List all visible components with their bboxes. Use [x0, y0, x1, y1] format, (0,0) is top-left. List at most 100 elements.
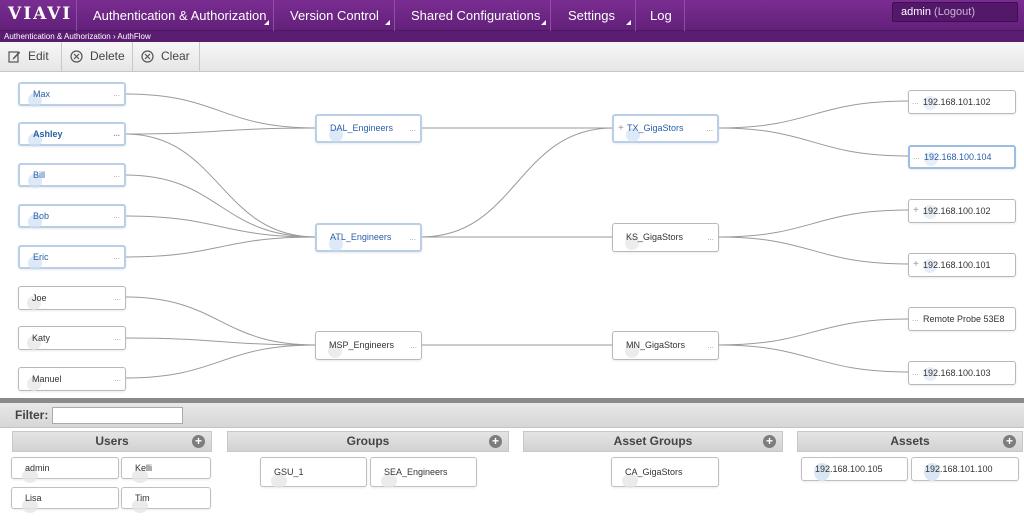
palette-group-gsu-1[interactable]: GSU_1	[260, 457, 367, 488]
add-group-icon[interactable]: +	[489, 435, 502, 448]
link-ashley-dal	[124, 127, 317, 135]
asset-icon	[923, 205, 937, 219]
group-icon	[271, 474, 287, 488]
assets-column-header: Assets +	[797, 431, 1023, 452]
asset-groups-column-title: Asset Groups	[613, 434, 693, 448]
add-asset-group-icon[interactable]: +	[763, 435, 776, 448]
flow-asset-group-tx-gigastors[interactable]: + TX_GigaStors ...	[612, 114, 719, 143]
node-menu-icon[interactable]: ...	[114, 293, 121, 302]
node-menu-icon[interactable]: ...	[912, 368, 919, 377]
breadcrumb: Authentication & Authorization › AuthFlo…	[0, 31, 1024, 42]
top-nav-bar: VIAVI Authentication & Authorization Ver…	[0, 0, 1024, 31]
link-mn-remote-probe	[717, 318, 910, 346]
flow-user-bob[interactable]: Bob ...	[18, 204, 126, 229]
username: admin	[901, 6, 931, 18]
node-menu-icon[interactable]: ...	[114, 333, 121, 342]
palette-group-sea-engineers[interactable]: SEA_Engineers	[370, 457, 477, 488]
palette-asset-group-ca-gigastors[interactable]: CA_GigaStors	[611, 457, 719, 488]
palette-user-kelli[interactable]: Kelli	[121, 457, 211, 483]
user-silhouette-icon	[27, 296, 41, 310]
flow-user-manuel[interactable]: Manuel ...	[18, 367, 126, 391]
group-icon	[329, 128, 343, 142]
node-menu-icon[interactable]: ...	[706, 124, 713, 133]
node-label: Manuel	[32, 374, 62, 384]
card-label: Tim	[135, 493, 150, 503]
node-label: MSP_Engineers	[329, 340, 395, 350]
node-menu-icon[interactable]: ...	[409, 124, 416, 133]
node-menu-icon[interactable]: ...	[113, 211, 120, 220]
flow-asset-192-168-100-102[interactable]: + 192.168.100.102	[908, 199, 1016, 223]
node-menu-icon[interactable]: ...	[707, 233, 714, 242]
delete-button[interactable]: Delete	[62, 42, 133, 71]
flow-user-max[interactable]: Max ...	[18, 82, 126, 107]
node-menu-icon[interactable]: ...	[113, 252, 120, 261]
node-menu-icon[interactable]: ...	[912, 314, 919, 323]
card-label: 192.168.100.105	[815, 464, 883, 474]
flow-group-atl-engineers[interactable]: ATL_Engineers ...	[315, 223, 422, 252]
card-label: admin	[25, 463, 50, 473]
node-menu-icon[interactable]: ...	[409, 233, 416, 242]
palette-asset-192-168-100-105[interactable]: 192.168.100.105	[801, 457, 908, 481]
flow-asset-group-mn-gigastors[interactable]: MN_GigaStors ...	[612, 331, 719, 360]
nav-version-control[interactable]: Version Control	[273, 0, 394, 31]
flow-asset-remote-probe[interactable]: ... Remote Probe 53E8	[908, 307, 1016, 331]
filter-input[interactable]	[52, 407, 183, 424]
flow-asset-192-168-100-104[interactable]: ... 192.168.100.104	[908, 145, 1016, 169]
palette-user-tim[interactable]: Tim	[121, 487, 211, 513]
palette-user-lisa[interactable]: Lisa	[11, 487, 119, 513]
expand-icon[interactable]: +	[913, 205, 919, 216]
user-silhouette-icon	[132, 469, 148, 483]
flow-user-eric[interactable]: Eric ...	[18, 245, 126, 270]
nav-settings-label: Settings	[568, 8, 615, 23]
flow-asset-192-168-100-103[interactable]: ... 192.168.100.103	[908, 361, 1016, 385]
node-menu-icon[interactable]: ...	[707, 341, 714, 350]
user-silhouette-icon	[28, 174, 42, 188]
node-menu-icon[interactable]: ...	[410, 341, 417, 350]
link-manuel-msp	[124, 344, 317, 379]
user-silhouette-icon	[28, 93, 42, 107]
flow-user-ashley[interactable]: Ashley ...	[18, 122, 126, 147]
node-menu-icon[interactable]: ...	[113, 129, 120, 138]
flow-group-dal-engineers[interactable]: DAL_Engineers ...	[315, 114, 422, 143]
node-label: Katy	[32, 333, 51, 343]
node-menu-icon[interactable]: ...	[113, 89, 120, 98]
expand-icon[interactable]: +	[618, 123, 624, 134]
nav-auth[interactable]: Authentication & Authorization	[76, 0, 273, 31]
flow-group-msp-engineers[interactable]: MSP_Engineers ...	[315, 331, 422, 360]
flow-user-bill[interactable]: Bill ...	[18, 163, 126, 188]
nav-log[interactable]: Log	[635, 0, 685, 31]
card-label: SEA_Engineers	[384, 467, 448, 477]
flow-asset-group-ks-gigastors[interactable]: KS_GigaStors ...	[612, 223, 719, 252]
node-menu-icon[interactable]: ...	[912, 97, 919, 106]
node-label: 192.168.100.103	[923, 368, 991, 378]
group-icon	[381, 474, 397, 488]
node-menu-icon[interactable]: ...	[113, 170, 120, 179]
link-ks-100-102	[717, 209, 910, 238]
palette-asset-192-168-101-100[interactable]: 192.168.101.100	[911, 457, 1019, 481]
clear-button[interactable]: Clear	[133, 42, 200, 71]
nav-settings[interactable]: Settings	[550, 0, 635, 31]
node-menu-icon[interactable]: ...	[913, 152, 920, 161]
panel-splitter[interactable]	[0, 398, 1024, 403]
edit-button[interactable]: Edit	[0, 42, 62, 71]
logout-link[interactable]: (Logout)	[934, 6, 976, 18]
user-silhouette-icon	[28, 215, 42, 229]
add-user-icon[interactable]: +	[192, 435, 205, 448]
asset-icon	[924, 152, 938, 166]
nav-shared-configurations[interactable]: Shared Configurations	[394, 0, 550, 31]
add-asset-icon[interactable]: +	[1003, 435, 1016, 448]
flow-asset-192-168-101-102[interactable]: ... 192.168.101.102	[908, 90, 1016, 114]
delete-label: Delete	[90, 49, 125, 63]
expand-icon[interactable]: +	[913, 259, 919, 270]
asset-group-icon	[622, 474, 638, 488]
node-menu-icon[interactable]: ...	[114, 374, 121, 383]
flow-user-katy[interactable]: Katy ...	[18, 326, 126, 350]
flow-user-joe[interactable]: Joe ...	[18, 286, 126, 310]
flow-asset-192-168-100-101[interactable]: + 192.168.100.101	[908, 253, 1016, 277]
card-label: 192.168.101.100	[925, 464, 993, 474]
menu-caret-icon	[541, 20, 546, 25]
palette-user-admin[interactable]: admin	[11, 457, 119, 483]
node-label: 192.168.100.101	[923, 260, 991, 270]
card-label: Kelli	[135, 463, 153, 473]
